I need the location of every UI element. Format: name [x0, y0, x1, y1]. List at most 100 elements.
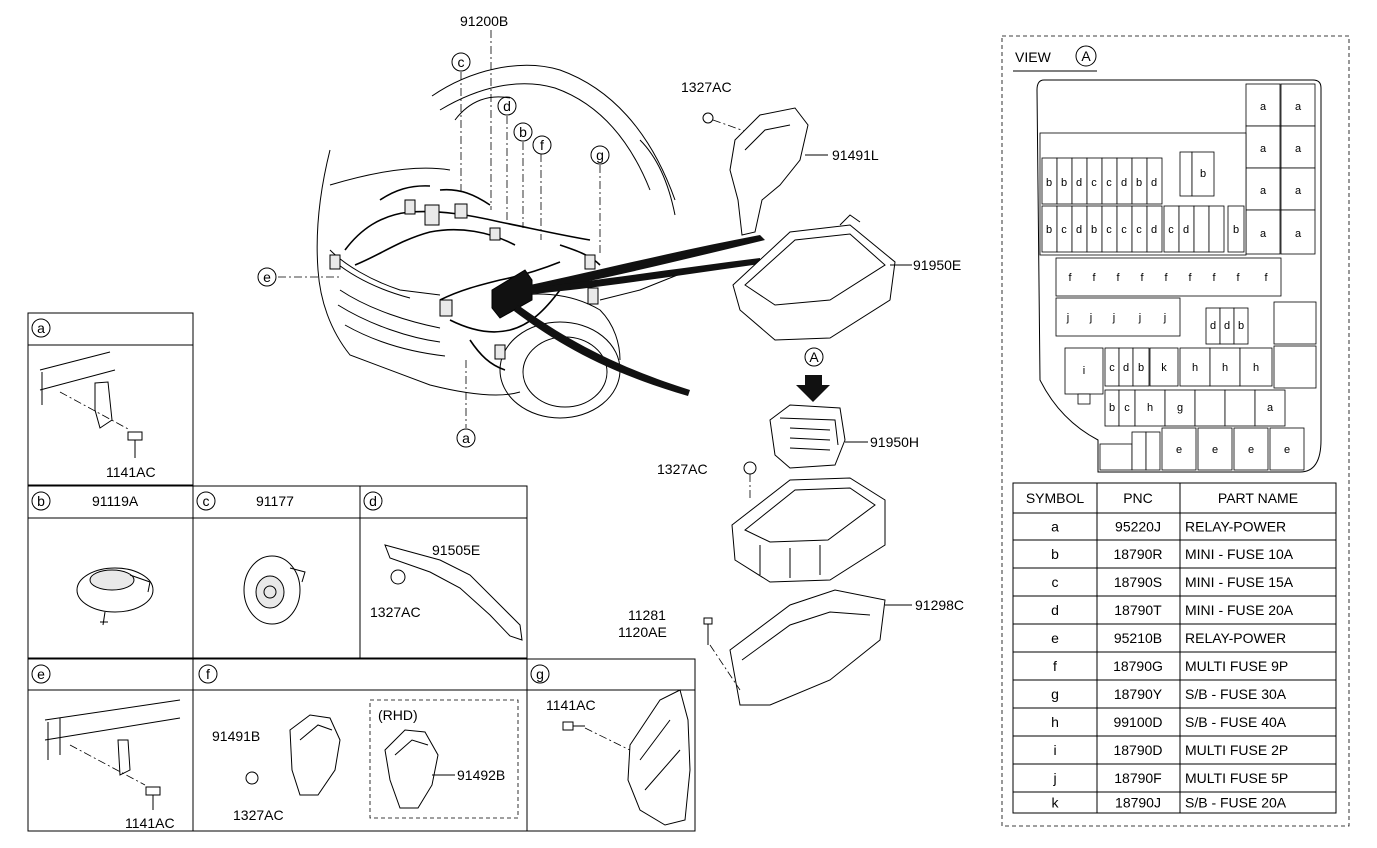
svg-text:b: b [37, 493, 45, 509]
fuse-layout: a a a a a a a a b b d c c d b d b b c d [1039, 83, 1317, 471]
table-cell-part-name: MULTI FUSE 2P [1185, 742, 1288, 758]
svg-text:d: d [1123, 362, 1129, 374]
svg-text:A: A [809, 349, 819, 365]
svg-text:c: c [1061, 224, 1067, 236]
svg-text:a: a [462, 430, 470, 446]
svg-text:f: f [1236, 272, 1240, 284]
svg-text:e: e [37, 666, 45, 682]
svg-text:d: d [1183, 224, 1189, 236]
detail-panel-a: a 1141AC [27, 312, 194, 486]
panel-a-part: 1141AC [106, 464, 156, 480]
svg-text:a: a [1260, 185, 1267, 197]
callout-f: f [532, 135, 552, 155]
view-title-marker: A [1081, 48, 1091, 64]
table-cell-pnc: 18790J [1115, 795, 1161, 811]
svg-text:c: c [1106, 177, 1112, 189]
svg-text:j: j [1066, 312, 1069, 324]
table-cell-pnc: 18790D [1113, 742, 1162, 758]
svg-text:f: f [1140, 272, 1144, 284]
nut-mid-label: 1327AC [657, 461, 708, 477]
table-cell-pnc: 18790G [1113, 658, 1163, 674]
table-header-part-name: PART NAME [1218, 490, 1298, 506]
svg-text:g: g [536, 666, 544, 682]
table-cell-pnc: 99100D [1113, 714, 1162, 730]
panel-d-part: 91505E [432, 542, 480, 558]
table-cell-pnc: 18790R [1113, 546, 1162, 562]
svg-text:d: d [1210, 320, 1216, 332]
svg-text:h: h [1222, 362, 1228, 374]
svg-text:c: c [1121, 224, 1127, 236]
table-cell-symbol: c [1052, 574, 1059, 590]
view-a-panel: VIEW A [1001, 35, 1350, 827]
cover-bracket-label: 91491L [832, 147, 879, 163]
fuse-row-7: e e e e [1099, 427, 1305, 471]
panel-f-part-2: 91492B [457, 767, 505, 783]
svg-text:e: e [1176, 444, 1182, 456]
svg-text:b: b [1061, 177, 1067, 189]
table-cell-part-name: S/B - FUSE 20A [1185, 795, 1287, 811]
table-row: c 18790S MINI - FUSE 15A [1052, 574, 1294, 590]
table-header-symbol: SYMBOL [1026, 490, 1085, 506]
table-cell-symbol: j [1052, 770, 1056, 786]
detail-panel-d: d 91505E 1327AC [359, 485, 528, 659]
svg-text:i: i [1083, 365, 1085, 377]
svg-text:a: a [1260, 228, 1267, 240]
svg-text:b: b [1091, 224, 1097, 236]
harness-part-number: 91200B [460, 13, 508, 29]
svg-text:b: b [1046, 224, 1052, 236]
table-cell-part-name: MINI - FUSE 20A [1185, 602, 1294, 618]
svg-text:j: j [1138, 312, 1141, 324]
svg-text:d: d [1224, 320, 1230, 332]
svg-text:f: f [1092, 272, 1096, 284]
svg-text:b: b [1200, 168, 1206, 180]
panel-b-title: 91119A [92, 493, 139, 509]
svg-text:c: c [1168, 224, 1174, 236]
svg-text:b: b [1136, 177, 1142, 189]
mini-fuse-row-1: b b d c c d b d b [1041, 151, 1215, 205]
svg-text:c: c [1136, 224, 1142, 236]
callout-g: g [590, 145, 610, 165]
table-cell-part-name: S/B - FUSE 30A [1185, 686, 1287, 702]
mini-fuse-row-2: b c d b c c c d c d b [1041, 205, 1245, 253]
table-cell-pnc: 95220J [1115, 519, 1161, 535]
fuse-row-5: i c d b k h h h [1064, 345, 1317, 405]
detail-panel-c: c 91177 [192, 485, 361, 659]
svg-text:a: a [1267, 402, 1274, 414]
panel-g-part: 1141AC [546, 697, 596, 713]
svg-text:a: a [1260, 143, 1267, 155]
table-row: g 18790Y S/B - FUSE 30A [1051, 686, 1287, 702]
svg-text:e: e [1248, 444, 1254, 456]
panel-d-nut: 1327AC [370, 604, 421, 620]
multi-fuse-row-j: j j j j j d d b [1055, 297, 1317, 345]
multi-fuse-row-f: f f f f f f f f f [1055, 257, 1282, 297]
svg-text:f: f [1068, 272, 1072, 284]
fuse-row-6: b c h g a [1104, 389, 1286, 427]
table-cell-part-name: RELAY-POWER [1185, 519, 1286, 535]
svg-text:f: f [1188, 272, 1192, 284]
table-cell-pnc: 18790S [1114, 574, 1162, 590]
callout-a: a [456, 428, 476, 448]
svg-text:d: d [1121, 177, 1127, 189]
svg-text:b: b [1109, 402, 1115, 414]
table-cell-symbol: h [1051, 714, 1059, 730]
table-cell-part-name: MINI - FUSE 15A [1185, 574, 1294, 590]
table-cell-symbol: b [1051, 546, 1059, 562]
table-cell-symbol: g [1051, 686, 1059, 702]
svg-text:c: c [1106, 224, 1112, 236]
table-cell-pnc: 18790F [1114, 770, 1161, 786]
relay-box-label: 91950H [870, 434, 919, 450]
table-cell-pnc: 18790Y [1114, 686, 1163, 702]
panel-f-rhd: (RHD) [378, 707, 418, 723]
svg-text:b: b [1238, 320, 1244, 332]
detail-panel-g: g 1141AC [526, 658, 696, 832]
table-cell-pnc: 95210B [1114, 630, 1162, 646]
detail-panel-e: e 1141AC [27, 658, 194, 832]
svg-text:f: f [540, 137, 544, 153]
